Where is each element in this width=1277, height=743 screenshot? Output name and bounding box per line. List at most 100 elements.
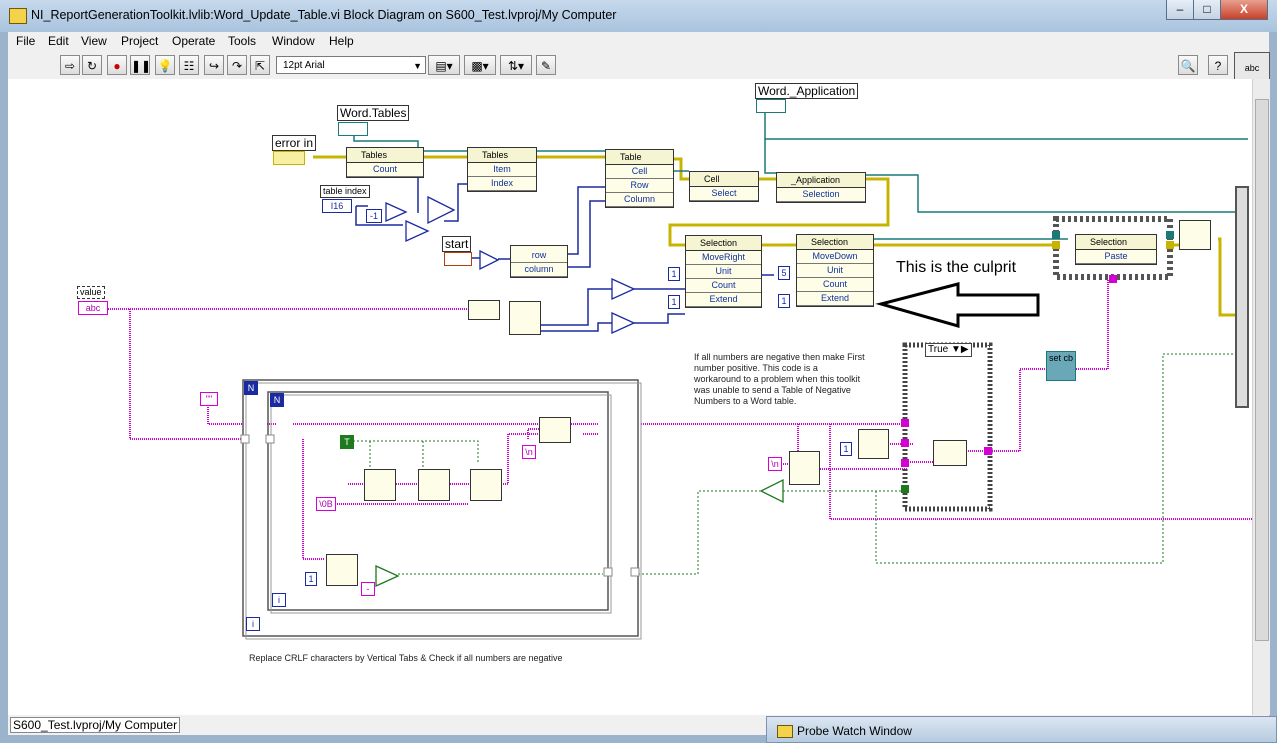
cleanup-diagram-button[interactable]: ✎	[536, 55, 556, 75]
one-constant-case[interactable]: 1	[840, 442, 852, 456]
align-objects-button[interactable]: ▤▾	[428, 55, 460, 75]
step-over-button[interactable]: ↷	[227, 55, 247, 75]
extend-constant-1[interactable]: 1	[668, 295, 680, 309]
clipboard-subvi-icon[interactable]	[1179, 220, 1211, 250]
cell-select-method-node[interactable]: Cell Select	[689, 171, 759, 202]
start-control[interactable]	[444, 252, 472, 266]
unit-constant-2[interactable]: 5	[778, 266, 790, 280]
unit-constant-1[interactable]: 1	[668, 267, 680, 281]
search-replace-string-3-icon[interactable]	[470, 469, 502, 501]
word-tables-refnum-constant[interactable]	[338, 122, 368, 136]
menu-file[interactable]: File	[16, 34, 36, 48]
run-button[interactable]: ⇨	[60, 55, 80, 75]
menu-window[interactable]: Window	[272, 34, 315, 48]
tables-item-method-node[interactable]: Tables Item Index	[467, 147, 537, 192]
for-loop-outer[interactable]	[242, 379, 639, 637]
scrollbar-thumb[interactable]	[1255, 99, 1269, 641]
paste-row[interactable]: Paste	[1076, 250, 1156, 264]
table-index-control[interactable]: I16	[322, 199, 352, 213]
minus-constant[interactable]: -	[361, 582, 375, 596]
value-control[interactable]: abc	[78, 301, 108, 315]
replace-substring-icon[interactable]	[858, 429, 889, 459]
labview-vi-icon	[9, 8, 27, 24]
maximize-button[interactable]: □	[1193, 0, 1221, 20]
table-cell-row[interactable]: Cell	[606, 165, 673, 179]
menu-project[interactable]: Project	[121, 34, 159, 48]
newline-constant-1[interactable]: \n	[522, 445, 536, 459]
row-column-bundle-node[interactable]: row column	[510, 245, 568, 278]
step-into-button[interactable]: ↪	[204, 55, 224, 75]
move-down-unit-row[interactable]: Unit	[797, 264, 873, 278]
newline-constant-2[interactable]: \n	[768, 457, 782, 471]
case-selector-label[interactable]: True ▼▶	[925, 343, 972, 357]
selection-paste-node[interactable]: Selection Paste	[1075, 234, 1157, 265]
vertical-scrollbar[interactable]	[1252, 79, 1270, 715]
search-replace-string-2-icon[interactable]	[418, 469, 450, 501]
step-out-button[interactable]: ⇱	[250, 55, 270, 75]
table-column-row[interactable]: Column	[606, 193, 673, 207]
distribute-objects-button[interactable]: ▩▾	[464, 55, 496, 75]
true-constant[interactable]: T	[340, 435, 354, 449]
menu-view[interactable]: View	[81, 34, 107, 48]
selection-move-right-node[interactable]: Selection MoveRight Unit Count Extend	[685, 235, 762, 308]
menu-edit[interactable]: Edit	[48, 34, 69, 48]
move-down-extend-row[interactable]: Extend	[797, 292, 873, 306]
tables-property-node[interactable]: Tables Count	[346, 147, 424, 178]
block-diagram-canvas[interactable]: Word.Tables Word._Application error in t…	[8, 79, 1252, 715]
string-subset-icon[interactable]	[326, 554, 358, 586]
probe-watch-window-title: Probe Watch Window	[797, 724, 912, 738]
abort-button[interactable]: ●	[107, 55, 127, 75]
minimize-button[interactable]: –	[1166, 0, 1194, 20]
pause-button[interactable]: ❚❚	[130, 55, 151, 75]
menu-help[interactable]: Help	[329, 34, 354, 48]
menu-tools[interactable]: Tools	[228, 34, 257, 48]
move-right-extend-row[interactable]: Extend	[686, 293, 761, 307]
string-array-icon[interactable]	[789, 451, 820, 485]
extend-constant-2[interactable]: 1	[778, 294, 790, 308]
run-continuously-button[interactable]: ↻	[82, 55, 102, 75]
spreadsheet-string-to-array-icon[interactable]	[468, 300, 500, 320]
move-down-row[interactable]: MoveDown	[797, 250, 873, 264]
search-icon[interactable]: 🔍	[1178, 55, 1198, 75]
loop-iteration-outer: i	[246, 617, 260, 631]
array-size-icon[interactable]	[509, 301, 541, 335]
set-clipboard-node[interactable]: set cb	[1046, 351, 1076, 381]
build-string-icon[interactable]	[933, 440, 967, 466]
close-button[interactable]: X	[1220, 0, 1268, 20]
selection-move-right-title: Selection	[686, 236, 761, 251]
minus-one-constant[interactable]: -1	[366, 209, 382, 223]
move-right-count-row[interactable]: Count	[686, 279, 761, 293]
application-property-node[interactable]: _Application Selection	[776, 172, 866, 203]
table-cell-method-node[interactable]: Table Cell Row Column	[605, 149, 674, 208]
row-input-row[interactable]: row	[511, 249, 567, 263]
tables-item-row[interactable]: Item	[468, 163, 536, 177]
tables-index-row[interactable]: Index	[468, 177, 536, 191]
project-path[interactable]: S600_Test.lvproj/My Computer	[10, 717, 181, 733]
move-right-unit-row[interactable]: Unit	[686, 265, 761, 279]
concatenate-strings-icon[interactable]	[539, 417, 571, 443]
highlight-execution-button[interactable]: 💡	[155, 55, 175, 75]
search-replace-string-1-icon[interactable]	[364, 469, 396, 501]
empty-string-constant[interactable]: ""	[200, 392, 218, 406]
error-in-control[interactable]	[273, 151, 305, 165]
for-loop-inner[interactable]	[267, 391, 609, 611]
table-row-row[interactable]: Row	[606, 179, 673, 193]
reorder-button[interactable]: ⇅▾	[500, 55, 532, 75]
vtab-constant[interactable]: \0B	[316, 497, 336, 511]
move-right-row[interactable]: MoveRight	[686, 251, 761, 265]
context-help-icon[interactable]: ?	[1208, 55, 1228, 75]
retain-wire-values-button[interactable]: ☷	[179, 55, 199, 75]
move-down-count-row[interactable]: Count	[797, 278, 873, 292]
tables-count-row[interactable]: Count	[347, 163, 423, 177]
application-selection-row[interactable]: Selection	[777, 188, 865, 202]
word-application-refnum-constant[interactable]	[756, 99, 786, 113]
probe-watch-window-tab[interactable]: Probe Watch Window	[766, 716, 1277, 743]
font-select[interactable]: 12pt Arial ▼	[276, 56, 426, 74]
one-constant-loop[interactable]: 1	[305, 572, 317, 586]
cell-select-row[interactable]: Select	[690, 187, 758, 201]
case-structure-frame[interactable]	[902, 342, 993, 512]
window-titlebar[interactable]: NI_ReportGenerationToolkit.lvlib:Word_Up…	[0, 0, 1277, 32]
selection-move-down-node[interactable]: Selection MoveDown Unit Count Extend	[796, 234, 874, 307]
menu-operate[interactable]: Operate	[172, 34, 216, 48]
column-input-row[interactable]: column	[511, 263, 567, 277]
